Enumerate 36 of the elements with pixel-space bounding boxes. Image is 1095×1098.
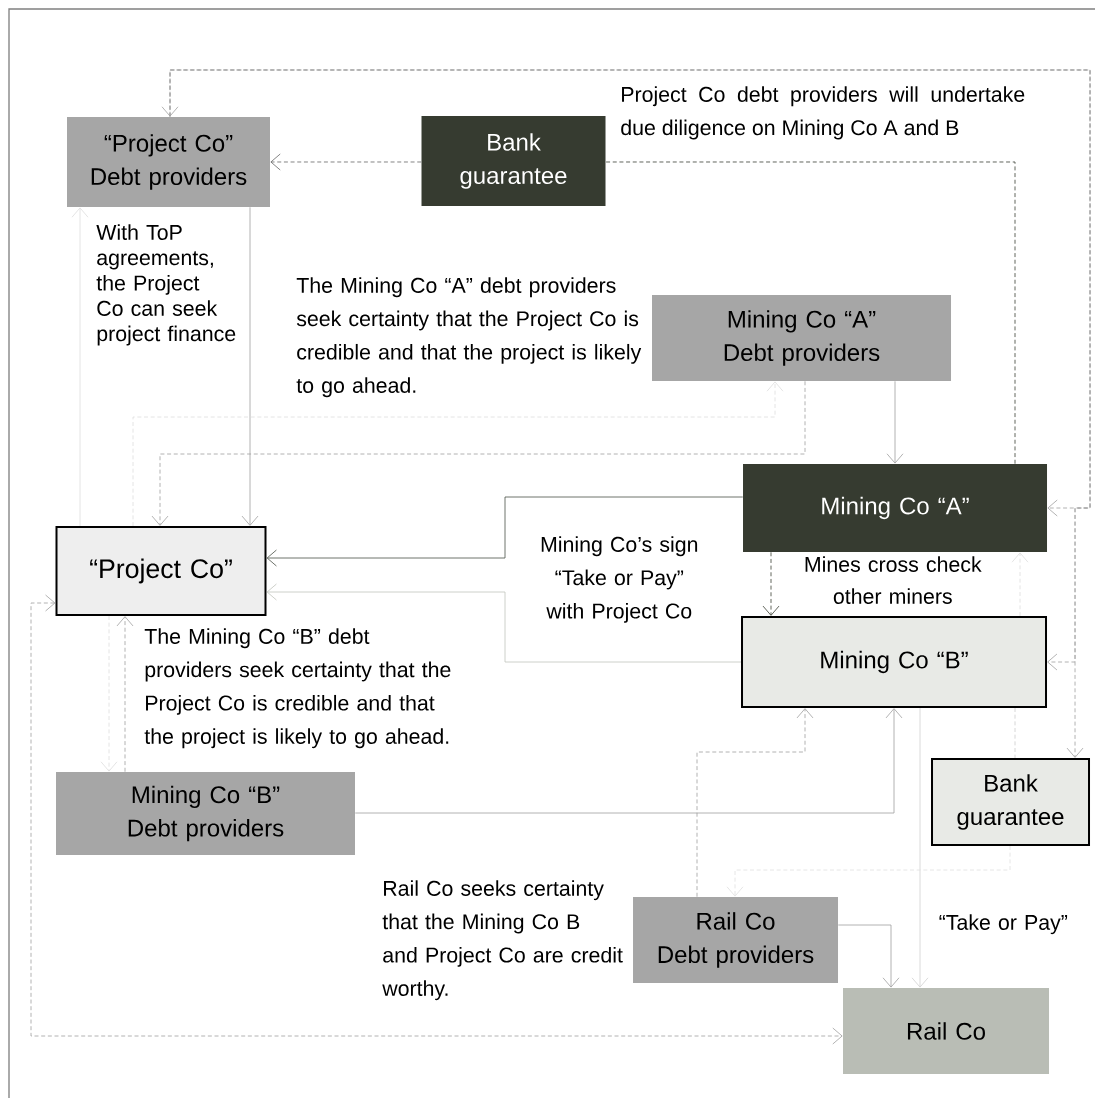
entity-box: Bank guarantee (421, 116, 606, 206)
annotation-text: The Mining Co “A” debt providers seek certainty that the Project Co is credible and that the project is likely to go ahead. (296, 277, 642, 398)
annotation-text: Project Co debt providers will undertake due diligence on Mining Co A and B (621, 86, 1025, 140)
connector-line (605, 161, 1016, 465)
entity-box: Mining Co “B” Debt providers (56, 772, 355, 855)
entity-box: Bank guarantee (931, 758, 1090, 846)
entity-box: Mining Co “B” (741, 616, 1047, 708)
arrow (30, 594, 843, 1045)
arrow (266, 496, 744, 567)
arrow (161, 69, 1091, 517)
annotation-text: Rail Co seeks certainty that the Mining Co B and Project Co are credit worthy. (382, 880, 623, 1001)
arrow (1011, 552, 1029, 617)
arrow (762, 551, 780, 616)
annotation-text: With ToP agreements, the Project Co can seek project finance (96, 224, 236, 346)
arrow (911, 707, 929, 988)
entity-box: Mining Co “A” (743, 464, 1047, 552)
arrow (71, 207, 89, 527)
arrow (266, 583, 742, 663)
annotation-text: The Mining Co “B” debt providers seek certainty that the Project Co is credible and that the project is likely to go ahead. (144, 628, 451, 749)
arrow (354, 708, 903, 814)
annotation-text: Mines cross check other miners (805, 556, 982, 604)
annotation-text: “Take or Pay” (939, 914, 1068, 935)
entity-box: “Project Co” (55, 526, 267, 616)
entity-box: “Project Co” Debt providers (67, 117, 270, 207)
arrow (886, 380, 904, 464)
annotation-text: Mining Co’s sign “Take or Pay” with Project Co (541, 536, 698, 623)
entity-box: Mining Co “A” Debt providers (652, 295, 951, 381)
arrow (241, 206, 259, 526)
arrow (696, 708, 814, 898)
arrow (270, 153, 422, 171)
entity-box: Rail Co Debt providers (633, 897, 838, 983)
arrow (726, 845, 1011, 897)
arrow (116, 616, 134, 773)
entity-box: Rail Co (843, 988, 1049, 1074)
arrow (100, 615, 118, 772)
arrow (837, 924, 900, 988)
